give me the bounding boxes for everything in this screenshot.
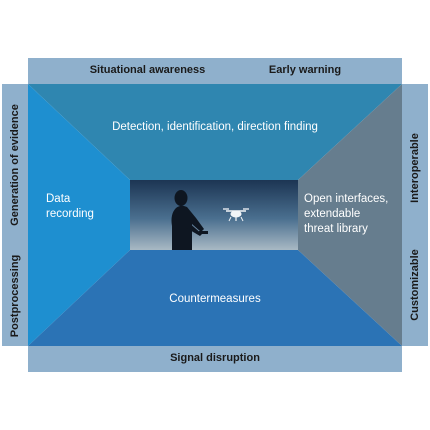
right-panel-line-3: threat library xyxy=(304,223,368,235)
right-panel-label: Open interfaces, extendable threat libra… xyxy=(304,192,400,237)
bottom-panel-label: Countermeasures xyxy=(169,293,261,305)
early-warning-label: Early warning xyxy=(268,64,342,76)
customizable-label: Customizable xyxy=(409,249,421,321)
right-panel xyxy=(298,84,402,346)
interoperable-label: Interoperable xyxy=(409,133,421,203)
left-panel xyxy=(28,84,130,346)
postprocessing-label: Postprocessing xyxy=(9,254,21,338)
situational-awareness-label: Situational awareness xyxy=(89,64,206,76)
left-panel-label: Data recording xyxy=(46,192,126,222)
left-band xyxy=(2,84,28,346)
signal-disruption-label: Signal disruption xyxy=(170,352,260,364)
drone-operator-photo-icon xyxy=(130,180,298,250)
bottom-panel xyxy=(28,250,402,346)
left-panel-line-2: recording xyxy=(46,208,94,220)
top-band xyxy=(28,58,402,84)
top-panel xyxy=(28,84,402,180)
right-band xyxy=(402,84,428,346)
bottom-band xyxy=(28,346,402,372)
generation-of-evidence-label: Generation of evidence xyxy=(9,104,21,226)
left-panel-line-1: Data xyxy=(46,193,71,205)
right-panel-line-1: Open interfaces, xyxy=(304,193,389,205)
top-panel-label: Detection, identification, direction fin… xyxy=(112,121,318,133)
right-panel-line-2: extendable xyxy=(304,208,361,220)
